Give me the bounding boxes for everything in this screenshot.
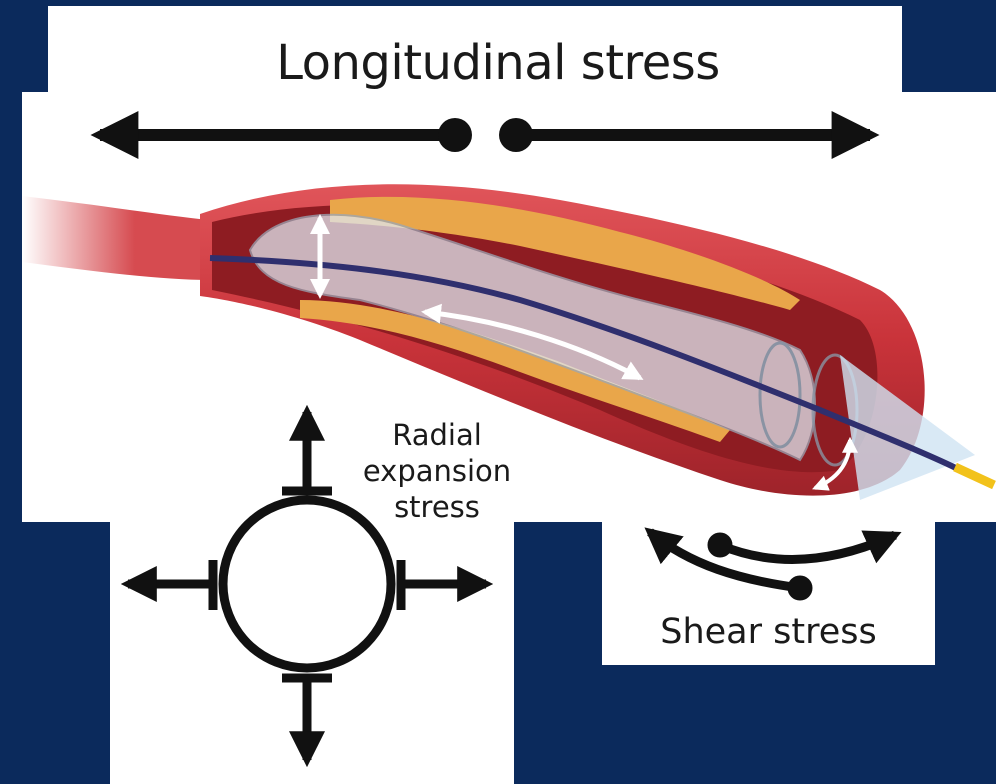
radial-label-line3: stress (352, 489, 522, 525)
longitudinal-stress-label: Longitudinal stress (0, 35, 996, 91)
longitudinal-arrow-icon (100, 118, 870, 152)
shear-stress-label: Shear stress (602, 612, 935, 652)
radial-expansion-stress-label: Radial expansion stress (352, 417, 522, 525)
radial-label-line2: expansion (352, 453, 522, 489)
radial-label-line1: Radial (352, 417, 522, 453)
shear-arrows-icon (650, 532, 895, 600)
